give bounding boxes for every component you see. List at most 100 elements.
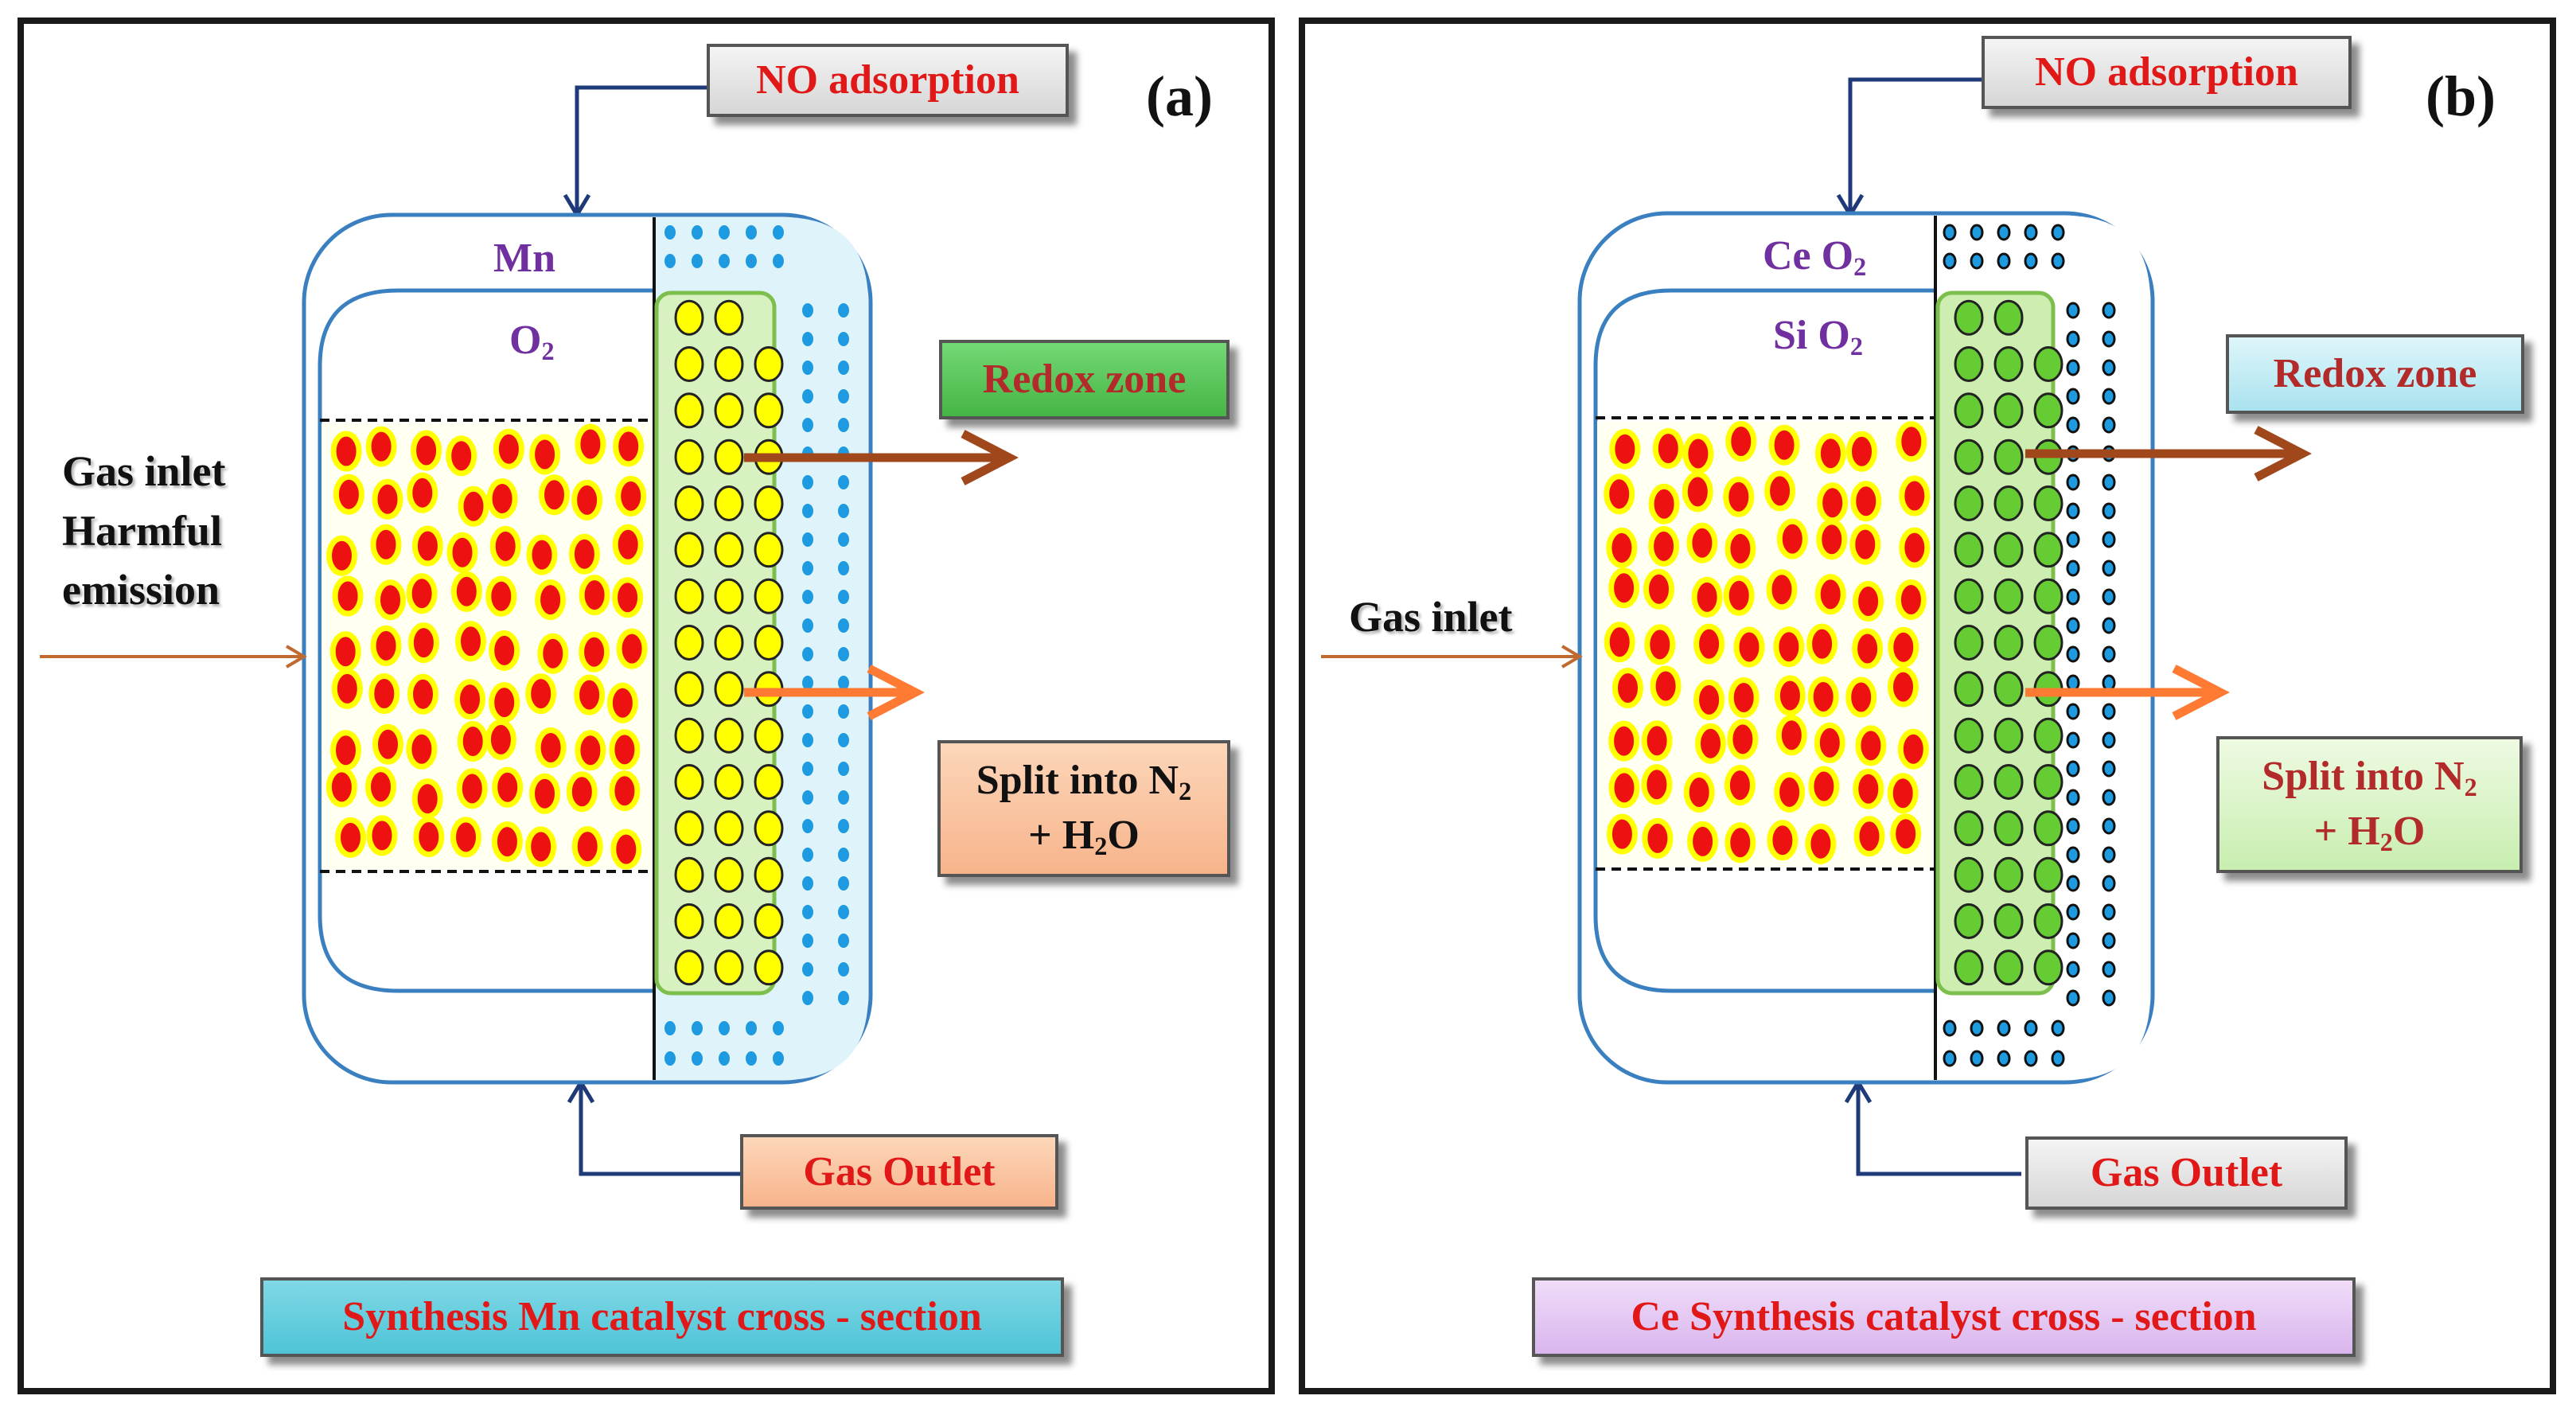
blue-dot	[2066, 531, 2080, 548]
blue-dot	[802, 876, 813, 891]
red-particle	[579, 575, 610, 616]
blue-dot	[2066, 932, 2080, 949]
blue-dot	[2066, 760, 2080, 778]
blue-dot	[2024, 252, 2038, 270]
blue-dot	[2102, 703, 2116, 720]
strip-particle	[674, 717, 704, 754]
blue-dot	[2066, 961, 2080, 978]
strip-particle	[754, 856, 784, 893]
red-particle-cluster	[1604, 421, 1931, 864]
strip-particle	[714, 810, 744, 847]
strip-particle	[2033, 903, 2064, 939]
blue-dot	[2024, 224, 2038, 241]
red-particle	[413, 817, 445, 857]
blue-dot	[2102, 846, 2116, 863]
red-particle	[333, 474, 364, 515]
blue-dot	[1997, 252, 2011, 270]
strip-particle	[1954, 532, 1984, 568]
blue-dot	[838, 962, 849, 977]
blue-dot	[2051, 1050, 2065, 1067]
blue-dot	[2024, 1050, 2038, 1067]
red-particle	[1608, 720, 1640, 762]
blue-dot	[1997, 1019, 2011, 1037]
inlet-arrow-head	[1561, 645, 1583, 669]
red-particle	[455, 621, 486, 662]
red-particle	[458, 485, 489, 527]
blue-dot	[2066, 703, 2080, 720]
red-particle	[492, 766, 524, 808]
blue-dot	[802, 532, 813, 547]
red-particle	[529, 773, 560, 814]
strip-particle	[1993, 532, 2024, 568]
red-particle	[486, 478, 518, 519]
strip-particle	[2033, 485, 2064, 521]
blue-dot	[1970, 1019, 1984, 1037]
blue-dot	[802, 389, 813, 403]
split-arrow-head	[867, 665, 925, 720]
strip-particle	[1993, 764, 2024, 800]
red-particle	[456, 768, 488, 809]
blue-dot	[2102, 617, 2116, 634]
blue-dot	[2102, 531, 2116, 548]
strip-particle	[1993, 949, 2024, 986]
red-particle	[1723, 476, 1755, 517]
blue-dot	[2066, 416, 2080, 434]
red-particle	[1846, 431, 1877, 472]
blue-dot	[2102, 559, 2116, 577]
red-particle	[1682, 471, 1713, 513]
strip-particle	[1993, 717, 2024, 754]
blue-dot	[2066, 302, 2080, 319]
strip-particle	[2033, 346, 2064, 382]
no-adsorption-label: NO adsorption	[707, 44, 1069, 117]
blue-dot-cluster	[1943, 224, 2116, 1067]
blue-dot	[2066, 817, 2080, 835]
blue-dot	[838, 618, 849, 633]
strip-particle	[1993, 485, 2024, 521]
red-particle	[1853, 816, 1885, 857]
blue-dot	[838, 332, 849, 346]
red-particle	[571, 826, 603, 867]
strip-particle	[1954, 299, 1984, 336]
strip-particle	[674, 346, 704, 382]
blue-dot	[773, 1021, 784, 1035]
blue-dot	[802, 361, 813, 375]
red-particle	[1890, 813, 1922, 855]
red-particle	[526, 534, 558, 575]
caption: Synthesis Mn catalyst cross - section	[260, 1277, 1064, 1357]
blue-dot	[802, 733, 813, 747]
red-particle	[1608, 567, 1640, 609]
blue-dot	[719, 254, 730, 268]
blue-dot	[719, 225, 730, 240]
red-particle	[574, 674, 606, 715]
red-particle	[1853, 768, 1884, 809]
red-particle	[1693, 623, 1725, 665]
blue-dot	[1943, 252, 1957, 270]
blue-dot	[2051, 224, 2065, 241]
red-particle	[489, 682, 520, 723]
blue-dot	[692, 225, 703, 240]
blue-dot	[746, 254, 757, 268]
strip-particle	[1954, 625, 1984, 661]
red-particle	[489, 630, 520, 671]
blue-dot	[802, 561, 813, 575]
red-particle-cluster	[325, 423, 648, 870]
strip-particle	[674, 299, 704, 336]
blue-dot	[838, 590, 849, 604]
strip-particle	[1993, 810, 2024, 847]
blue-dot	[802, 303, 813, 318]
blue-dot	[838, 848, 849, 862]
strip-particle	[2033, 532, 2064, 568]
blue-dot	[838, 905, 849, 919]
red-particle	[1725, 421, 1757, 462]
strip-particle	[674, 764, 704, 800]
diagram-b	[1321, 77, 2312, 1176]
red-particle	[535, 727, 567, 768]
red-particle	[1693, 679, 1725, 720]
blue-dot	[692, 1021, 703, 1035]
gas-inlet-label: Gas inlet Harmful emission	[62, 447, 226, 614]
panel-label: (b)	[2426, 64, 2496, 128]
red-particle	[326, 535, 357, 576]
red-particle	[1845, 676, 1877, 718]
strip-particle	[2033, 392, 2064, 429]
strip-particle	[714, 346, 744, 382]
